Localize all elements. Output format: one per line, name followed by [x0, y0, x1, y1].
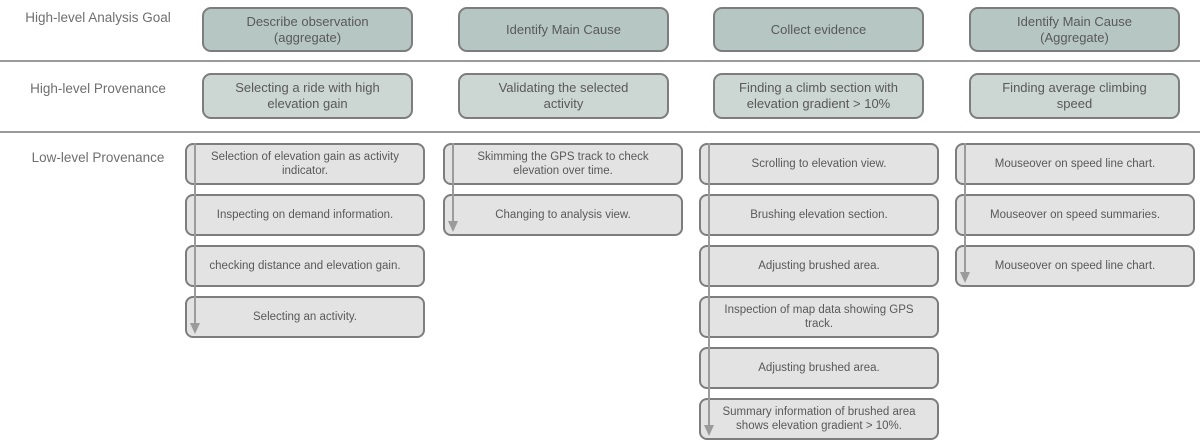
- low-provenance-box-3-4: Inspection of map data showing GPS track…: [699, 296, 939, 338]
- row-label-analysis-goal: High-level Analysis Goal: [25, 10, 171, 25]
- low-provenance-box-4-2: Mouseover on speed summaries.: [955, 194, 1195, 236]
- low-provenance-box-2-1: Skimming the GPS track to check elevatio…: [443, 143, 683, 185]
- flow-arrow-line-2: [452, 143, 454, 221]
- down-arrowhead-icon-1: [190, 323, 200, 334]
- down-arrowhead-icon-3: [704, 425, 714, 436]
- row-separator-2: [0, 131, 1200, 133]
- goal-box-identify-main-cause-aggregate: Identify Main Cause (Aggregate): [969, 7, 1180, 52]
- high-provenance-box-3: Finding a climb section with elevation g…: [713, 73, 924, 119]
- low-provenance-box-1-1: Selection of elevation gain as activity …: [185, 143, 425, 185]
- flow-arrow-line-4: [964, 143, 966, 272]
- low-provenance-box-3-3: Adjusting brushed area.: [699, 245, 939, 287]
- low-provenance-box-4-3: Mouseover on speed line chart.: [955, 245, 1195, 287]
- row-label-low-provenance: Low-level Provenance: [31, 150, 165, 165]
- down-arrowhead-icon-4: [960, 272, 970, 283]
- low-provenance-box-1-4: Selecting an activity.: [185, 296, 425, 338]
- low-provenance-box-4-1: Mouseover on speed line chart.: [955, 143, 1195, 185]
- goal-box-identify-main-cause: Identify Main Cause: [458, 7, 669, 52]
- low-provenance-box-1-2: Inspecting on demand information.: [185, 194, 425, 236]
- high-provenance-box-4: Finding average climbing speed: [969, 73, 1180, 119]
- low-provenance-box-3-6: Summary information of brushed area show…: [699, 398, 939, 440]
- low-provenance-box-3-5: Adjusting brushed area.: [699, 347, 939, 389]
- low-provenance-box-2-2: Changing to analysis view.: [443, 194, 683, 236]
- flow-arrow-line-1: [194, 143, 196, 323]
- low-provenance-box-3-1: Scrolling to elevation view.: [699, 143, 939, 185]
- low-provenance-box-3-2: Brushing elevation section.: [699, 194, 939, 236]
- down-arrowhead-icon-2: [448, 221, 458, 232]
- row-separator-1: [0, 60, 1200, 62]
- goal-box-collect-evidence: Collect evidence: [713, 7, 924, 52]
- high-provenance-box-1: Selecting a ride with high elevation gai…: [202, 73, 413, 119]
- high-provenance-box-2: Validating the selected activity: [458, 73, 669, 119]
- goal-box-describe-observation: Describe observation (aggregate): [202, 7, 413, 52]
- row-label-high-provenance: High-level Provenance: [30, 81, 166, 96]
- flow-arrow-line-3: [708, 143, 710, 425]
- low-provenance-box-1-3: checking distance and elevation gain.: [185, 245, 425, 287]
